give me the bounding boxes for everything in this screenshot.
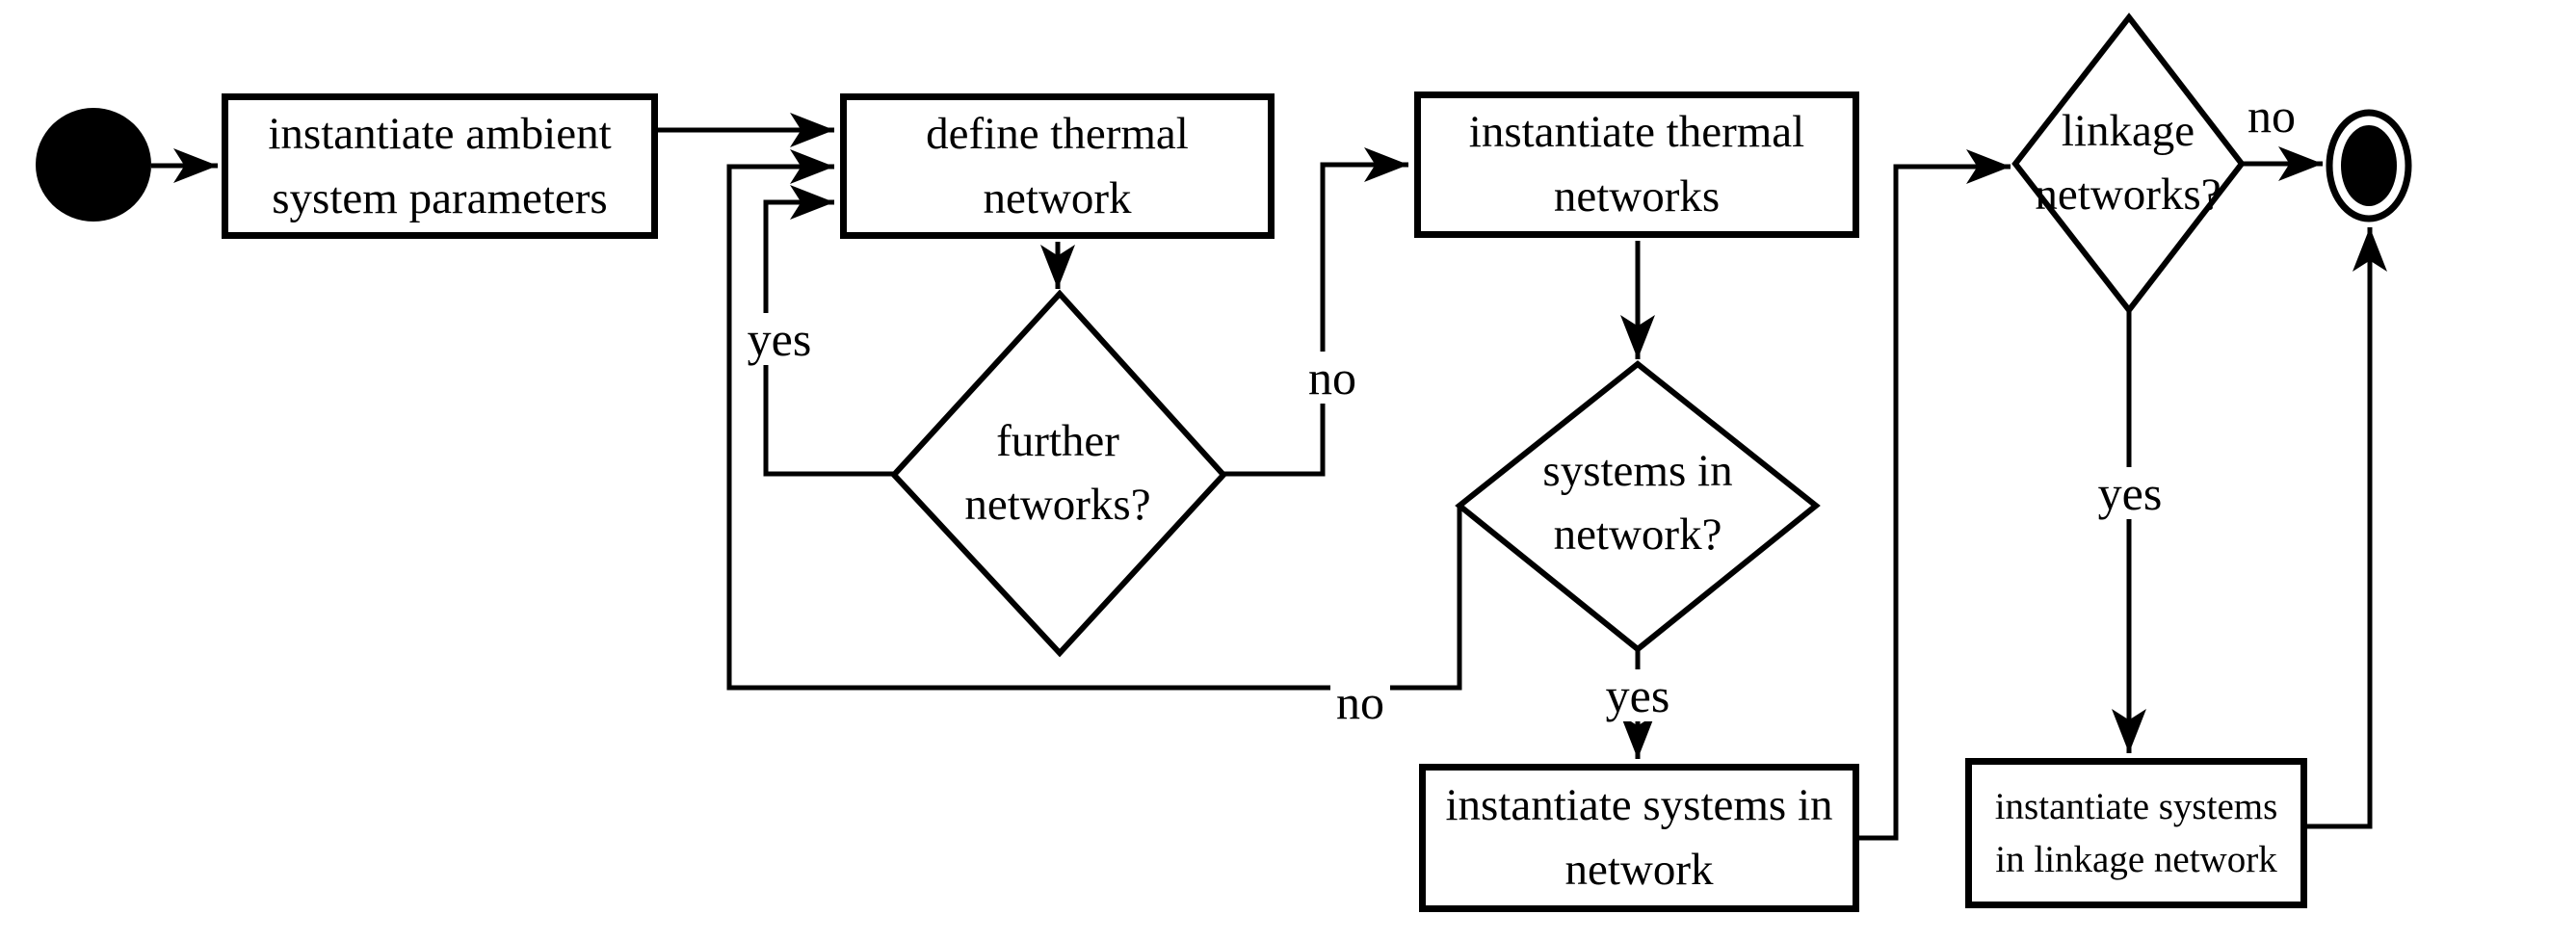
edge-label-further-yes: yes xyxy=(741,313,818,365)
start-node xyxy=(36,108,151,222)
edge-systems-no-loop xyxy=(726,149,1462,691)
activity-label: instantiate systems in linkage network xyxy=(1994,785,2278,880)
activity-instantiate-thermal: instantiate thermal networks xyxy=(1414,91,1859,238)
edge-label-further-no: no xyxy=(1302,352,1362,404)
edge-label-systems-yes: yes xyxy=(1599,669,1676,721)
decision-label-linkage-networks: linkage networks? xyxy=(2035,106,2221,220)
activity-label: instantiate thermal networks xyxy=(1468,107,1805,222)
end-node-core xyxy=(2341,125,2397,206)
edge-further-no-to-thermal xyxy=(1223,147,1409,477)
activity-define-thermal: define thermal network xyxy=(840,93,1275,239)
activity-label: define thermal network xyxy=(926,108,1189,223)
activity-instantiate-systems: instantiate systems in network xyxy=(1419,764,1859,912)
activity-label: instantiate ambient system parameters xyxy=(268,108,612,223)
decision-label-further-networks: further networks? xyxy=(964,416,1151,530)
activity-label: instantiate systems in network xyxy=(1445,780,1833,895)
decision-further-networks xyxy=(889,289,1228,658)
decision-label-systems-in-network: systems in network? xyxy=(1542,446,1733,560)
edge-label-linkage-no: no xyxy=(2247,89,2296,143)
activity-instantiate-linkage: instantiate systems in linkage network xyxy=(1965,758,2307,908)
edge-label-systems-no: no xyxy=(1330,676,1390,728)
edge-instantiate-to-linkage xyxy=(1859,149,2011,841)
edge-label-linkage-yes: yes xyxy=(2091,467,2169,519)
activity-instantiate-ambient: instantiate ambient system parameters xyxy=(222,93,658,239)
edge-linkage-instantiate-to-end xyxy=(2307,226,2387,829)
